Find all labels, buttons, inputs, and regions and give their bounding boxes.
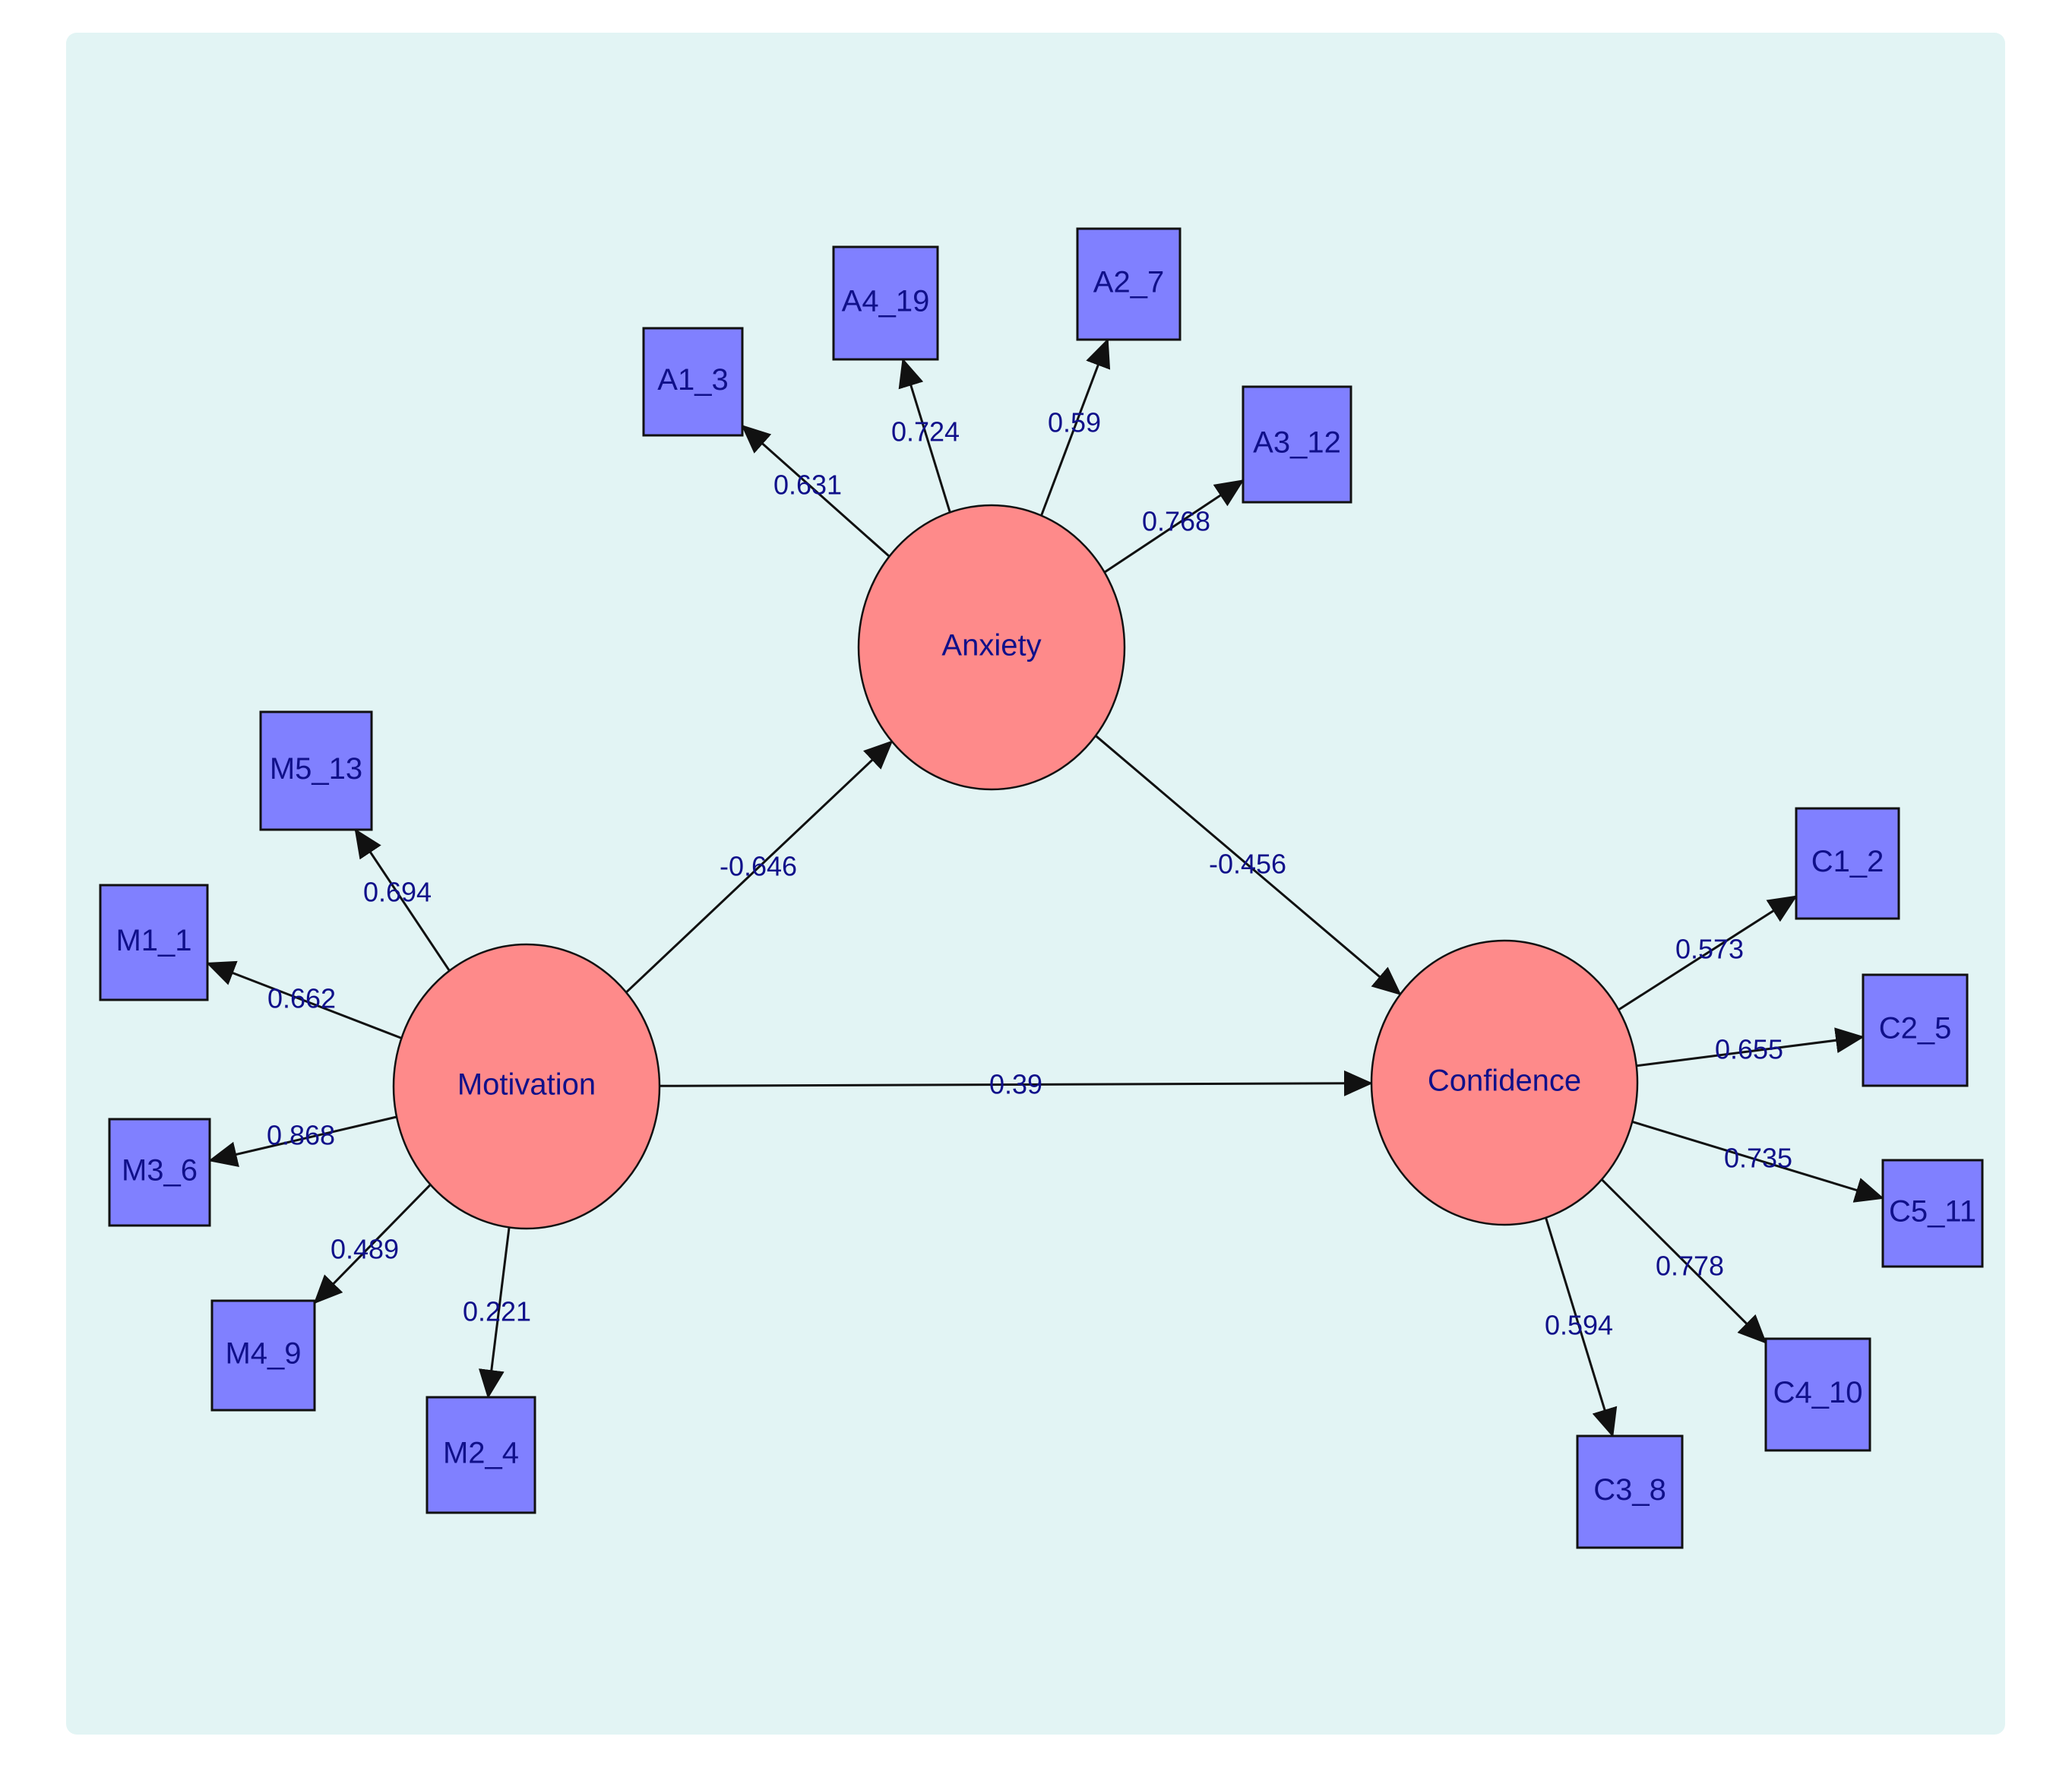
indicator-label-m2-4: M2_4	[443, 1437, 519, 1470]
indicator-box-a3-12	[1242, 385, 1352, 504]
latent-ellipse-confidence	[1370, 939, 1639, 1226]
indicator-node-c1-2[interactable]: C1_2	[1795, 807, 1900, 920]
path-motivation-to-anxiety-weight-label: -0.646	[720, 851, 797, 882]
loading-motivation-to-m2-4-arrow	[478, 1227, 511, 1399]
loading-confidence-to-c3-8-weight-label: 0.594	[1545, 1310, 1613, 1341]
indicator-label-c3-8: C3_8	[1593, 1473, 1666, 1507]
loading-confidence-to-c1-2-weight-label: 0.573	[1675, 934, 1744, 965]
loading-confidence-to-c5-11-weight-label: 0.735	[1724, 1143, 1792, 1174]
loading-anxiety-to-a1-3-arrow	[741, 424, 890, 558]
indicator-label-a2-7: A2_7	[1093, 266, 1164, 299]
loading-motivation-to-m3-6-arrow	[208, 1115, 397, 1167]
loading-confidence-to-c3-8-arrow	[1545, 1217, 1618, 1437]
loading-confidence-to-c1-2-arrow	[1618, 895, 1798, 1011]
indicator-node-a4-19[interactable]: A4_19	[832, 245, 939, 361]
indicator-label-a1-3: A1_3	[657, 363, 728, 397]
loading-motivation-to-m2-4-weight-label: 0.221	[463, 1296, 531, 1327]
indicator-box-c4-10	[1764, 1337, 1871, 1452]
indicator-node-a3-12[interactable]: A3_12	[1242, 385, 1352, 504]
loading-anxiety-to-a4-19-arrow	[898, 358, 951, 513]
indicator-box-a2-7	[1076, 227, 1182, 341]
indicator-box-c3-8	[1576, 1434, 1684, 1549]
loading-confidence-to-c4-10-weight-label: 0.778	[1656, 1251, 1724, 1282]
loading-confidence-to-c4-10-arrow	[1601, 1178, 1767, 1344]
indicator-label-c1-2: C1_2	[1811, 845, 1884, 878]
loading-motivation-to-m4-9-arrow	[313, 1184, 432, 1305]
indicator-node-m1-1[interactable]: M1_1	[99, 884, 209, 1001]
loading-motivation-to-m3-6-weight-label: 0.868	[267, 1120, 335, 1151]
loading-anxiety-to-a2-7-weight-label: 0.59	[1048, 407, 1101, 438]
indicator-node-c5-11[interactable]: C5_11	[1881, 1159, 1984, 1268]
loading-anxiety-to-a2-7-arrow	[1040, 338, 1111, 517]
latent-node-confidence[interactable]: Confidence	[1370, 939, 1639, 1226]
indicator-node-c4-10[interactable]: C4_10	[1764, 1337, 1871, 1452]
path-motivation-to-confidence-arrow	[659, 1070, 1373, 1096]
latent-label-confidence: Confidence	[1428, 1064, 1581, 1098]
indicator-box-a1-3	[642, 327, 744, 437]
indicator-box-m3-6	[108, 1118, 211, 1227]
path-anxiety-to-confidence-weight-label: -0.456	[1209, 849, 1286, 880]
indicator-node-m3-6[interactable]: M3_6	[108, 1118, 211, 1227]
path-motivation-to-anxiety-arrow	[625, 740, 894, 994]
loading-motivation-to-m1-1-weight-label: 0.662	[267, 983, 336, 1014]
indicator-label-m5-13: M5_13	[270, 752, 362, 786]
latent-ellipse-motivation	[392, 943, 661, 1230]
loading-anxiety-to-a1-3-weight-label: 0.631	[773, 470, 842, 501]
latent-label-motivation: Motivation	[457, 1068, 596, 1102]
indicator-node-c2-5[interactable]: C2_5	[1862, 973, 1969, 1087]
latent-ellipse-anxiety	[857, 504, 1126, 791]
loading-motivation-to-m4-9-weight-label: 0.489	[331, 1234, 399, 1265]
indicator-label-a4-19: A4_19	[842, 285, 930, 318]
indicator-box-c1-2	[1795, 807, 1900, 920]
loading-motivation-to-m5-13-arrow	[354, 828, 451, 972]
indicator-node-m4-9[interactable]: M4_9	[210, 1299, 316, 1412]
indicator-box-m4-9	[210, 1299, 316, 1412]
indicator-label-m3-6: M3_6	[122, 1154, 198, 1188]
loading-anxiety-to-a3-12-arrow	[1103, 479, 1245, 574]
indicator-node-m2-4[interactable]: M2_4	[425, 1396, 536, 1514]
indicator-box-m5-13	[259, 710, 373, 831]
indicator-box-m2-4	[425, 1396, 536, 1514]
indicator-box-c2-5	[1862, 973, 1969, 1087]
loading-motivation-to-m1-1-arrow	[206, 960, 402, 1039]
loading-anxiety-to-a4-19-weight-label: 0.724	[891, 416, 960, 448]
indicator-label-a3-12: A3_12	[1253, 426, 1341, 460]
indicator-label-m1-1: M1_1	[115, 924, 191, 957]
path-anxiety-to-confidence-arrow	[1095, 735, 1402, 995]
loading-confidence-to-c2-5-arrow	[1636, 1027, 1865, 1067]
latent-node-anxiety[interactable]: Anxiety	[857, 504, 1126, 791]
indicator-box-c5-11	[1881, 1159, 1984, 1268]
indicator-node-c3-8[interactable]: C3_8	[1576, 1434, 1684, 1549]
latent-node-motivation[interactable]: Motivation	[392, 943, 661, 1230]
indicator-node-a2-7[interactable]: A2_7	[1076, 227, 1182, 341]
indicator-label-c5-11: C5_11	[1889, 1195, 1976, 1229]
indicator-label-c2-5: C2_5	[1879, 1012, 1952, 1045]
indicator-box-m1-1	[99, 884, 209, 1001]
indicator-node-m5-13[interactable]: M5_13	[259, 710, 373, 831]
latent-label-anxiety: Anxiety	[941, 629, 1041, 663]
loading-confidence-to-c5-11-arrow	[1631, 1120, 1884, 1203]
indicator-node-a1-3[interactable]: A1_3	[642, 327, 744, 437]
indicator-label-c4-10: C4_10	[1773, 1376, 1863, 1409]
loading-confidence-to-c2-5-weight-label: 0.655	[1715, 1034, 1783, 1065]
indicator-box-a4-19	[832, 245, 939, 361]
path-motivation-to-confidence-weight-label: 0.39	[989, 1069, 1042, 1100]
loading-anxiety-to-a3-12-weight-label: 0.768	[1142, 506, 1210, 537]
loading-motivation-to-m5-13-weight-label: 0.694	[363, 877, 432, 908]
indicator-label-m4-9: M4_9	[225, 1337, 301, 1371]
